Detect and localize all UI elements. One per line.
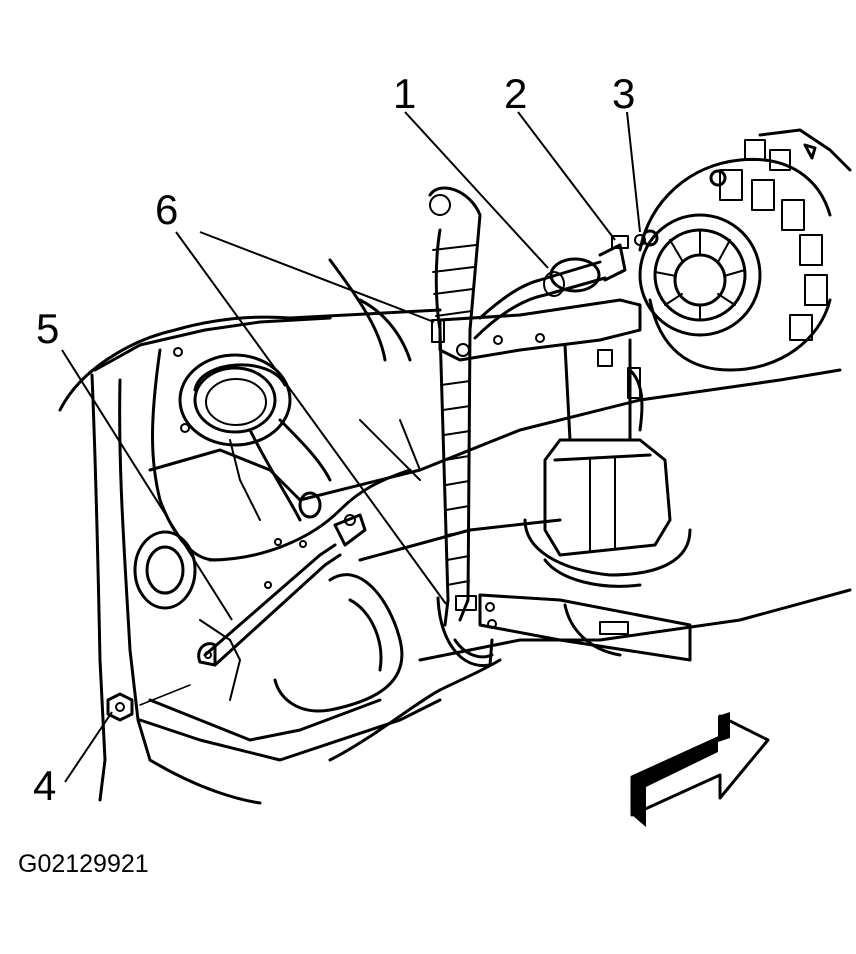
wiring-harness: [428, 186, 646, 668]
alternator: [638, 128, 852, 372]
callout-2: 2: [504, 70, 527, 117]
ground-strap: [139, 513, 367, 706]
callout-6: 6: [155, 186, 178, 233]
mounting-bracket: [438, 298, 692, 662]
callout-labels: 1 2 3 4 5 6: [33, 70, 635, 809]
ground-bolt: [106, 692, 134, 722]
callout-1: 1: [393, 70, 416, 117]
figure-id: G02129921: [18, 850, 149, 878]
callout-3: 3: [612, 70, 635, 117]
callout-leaders: [61, 111, 641, 783]
engine-block: [58, 258, 852, 805]
forward-arrow-icon: [630, 712, 770, 827]
callout-4: 4: [33, 762, 56, 809]
callout-5: 5: [36, 305, 59, 352]
